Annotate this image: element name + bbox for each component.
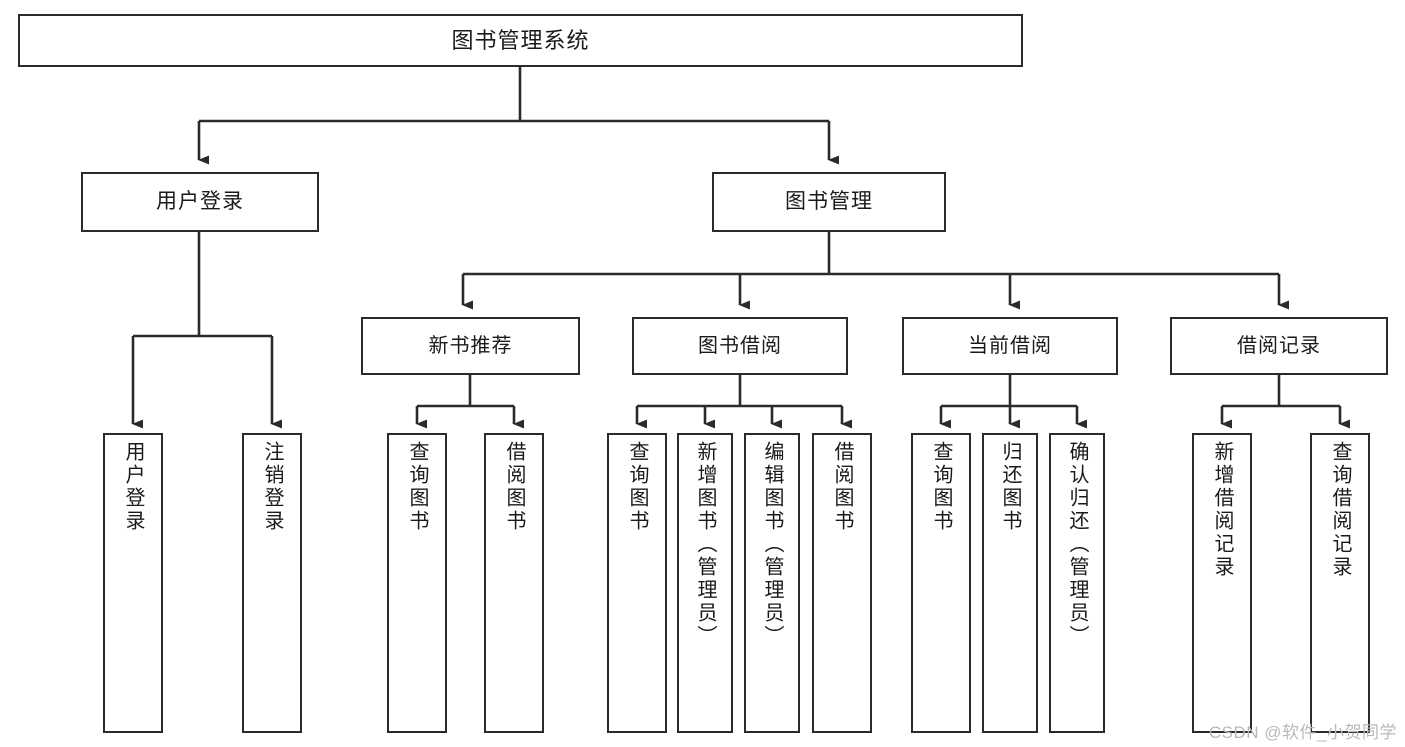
node-leaf-logout-label: 注销登录 [261, 441, 283, 533]
node-leaf-borrow-book-2[interactable]: 借阅图书 [812, 433, 872, 733]
node-leaf-return-book[interactable]: 归还图书 [982, 433, 1038, 733]
node-leaf-edit-book-label: 编辑图书（管理员） [761, 441, 783, 648]
node-leaf-query-book-2-label: 查询图书 [626, 441, 648, 533]
node-leaf-query-book-3[interactable]: 查询图书 [911, 433, 971, 733]
node-borrow-record[interactable]: 借阅记录 [1170, 317, 1388, 375]
node-leaf-borrow-book-2-label: 借阅图书 [831, 441, 853, 533]
node-root-label: 图书管理系统 [451, 27, 590, 53]
node-leaf-add-book[interactable]: 新增图书（管理员） [677, 433, 733, 733]
node-leaf-user-login-label: 用户登录 [122, 441, 144, 533]
node-leaf-query-record-label: 查询借阅记录 [1329, 441, 1351, 579]
node-leaf-query-book-2[interactable]: 查询图书 [607, 433, 667, 733]
node-new-book-recommend-label: 新书推荐 [428, 334, 513, 357]
node-leaf-user-login[interactable]: 用户登录 [103, 433, 163, 733]
node-user-login[interactable]: 用户登录 [81, 172, 319, 232]
node-book-manage-label: 图书管理 [785, 189, 873, 213]
node-borrow-record-label: 借阅记录 [1237, 334, 1321, 357]
node-leaf-query-book-3-label: 查询图书 [930, 441, 952, 533]
node-leaf-edit-book[interactable]: 编辑图书（管理员） [744, 433, 800, 733]
node-root[interactable]: 图书管理系统 [18, 14, 1023, 67]
node-book-borrow[interactable]: 图书借阅 [632, 317, 848, 375]
node-leaf-add-record[interactable]: 新增借阅记录 [1192, 433, 1252, 733]
node-book-borrow-label: 图书借阅 [698, 334, 782, 357]
node-leaf-query-book-1[interactable]: 查询图书 [387, 433, 447, 733]
node-leaf-borrow-book-1-label: 借阅图书 [503, 441, 525, 533]
watermark: CSDN @软件_小贺同学 [1208, 723, 1397, 742]
node-leaf-borrow-book-1[interactable]: 借阅图书 [484, 433, 544, 733]
node-user-login-label: 用户登录 [156, 189, 244, 213]
node-book-manage[interactable]: 图书管理 [712, 172, 946, 232]
node-leaf-return-book-label: 归还图书 [999, 441, 1021, 533]
node-current-borrow[interactable]: 当前借阅 [902, 317, 1118, 375]
node-leaf-logout[interactable]: 注销登录 [242, 433, 302, 733]
node-new-book-recommend[interactable]: 新书推荐 [361, 317, 580, 375]
node-leaf-query-book-1-label: 查询图书 [406, 441, 428, 533]
node-current-borrow-label: 当前借阅 [968, 334, 1052, 357]
node-leaf-add-record-label: 新增借阅记录 [1211, 441, 1233, 579]
node-leaf-confirm-return-label: 确认归还（管理员） [1066, 441, 1088, 648]
node-leaf-query-record[interactable]: 查询借阅记录 [1310, 433, 1370, 733]
node-leaf-add-book-label: 新增图书（管理员） [694, 441, 716, 648]
node-leaf-confirm-return[interactable]: 确认归还（管理员） [1049, 433, 1105, 733]
